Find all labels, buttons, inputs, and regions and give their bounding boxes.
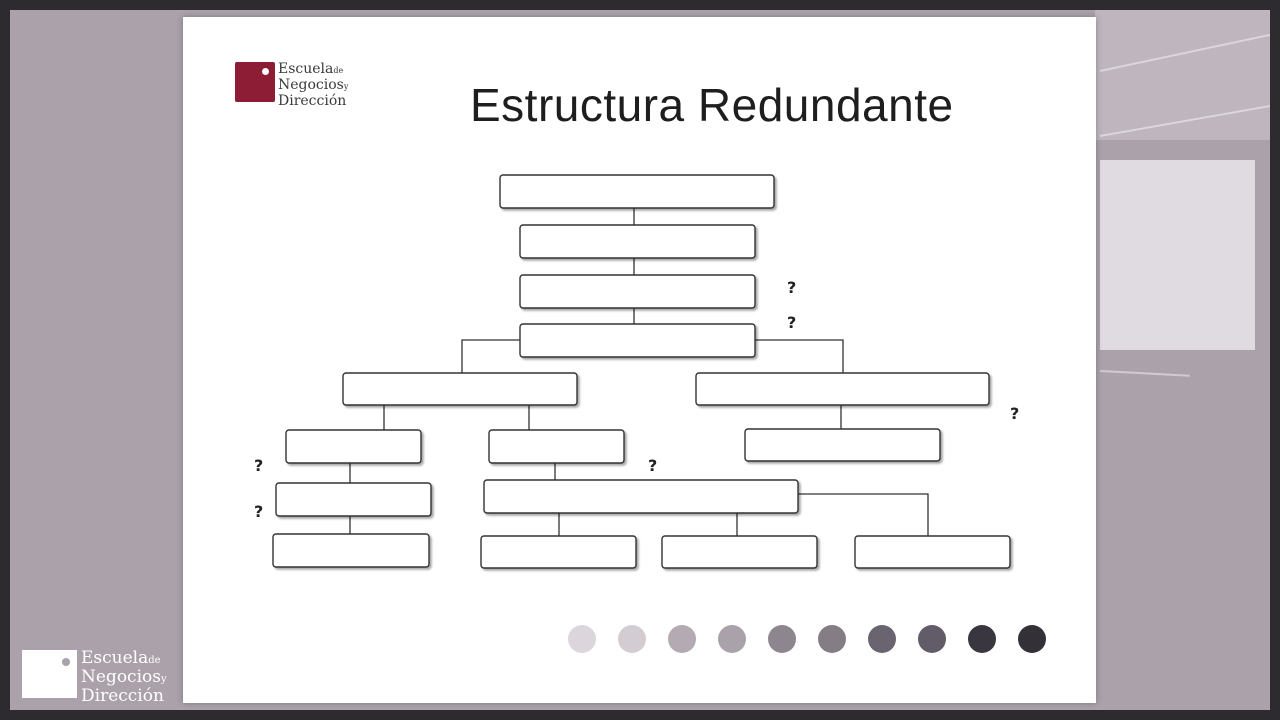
org-box xyxy=(519,323,756,358)
slide-title: Estructura Redundante xyxy=(470,79,954,131)
org-box xyxy=(519,274,756,309)
logo-line-1: Escuela xyxy=(278,61,334,77)
org-box xyxy=(695,372,990,406)
watermark-logo: Escuelade Negociosy Dirección xyxy=(22,648,167,706)
connectors xyxy=(349,208,929,536)
question-mark: ? xyxy=(648,456,658,475)
org-box xyxy=(488,429,625,464)
org-box xyxy=(272,533,430,568)
logo-line-2: Negocios xyxy=(278,77,344,93)
question-mark: ? xyxy=(254,456,264,475)
progress-dot xyxy=(1018,625,1046,653)
question-mark: ? xyxy=(787,278,797,297)
watermark-dot xyxy=(62,658,70,666)
watermark-line-3: Dirección xyxy=(81,686,164,706)
logo-line-3: Dirección xyxy=(278,93,347,109)
org-box xyxy=(519,224,756,259)
logo-line-1-small: de xyxy=(333,66,344,75)
progress-dot xyxy=(968,625,996,653)
org-box xyxy=(483,479,799,514)
question-mark: ? xyxy=(254,502,264,521)
logo-text: Escuelade Negociosy Dirección xyxy=(278,62,348,108)
org-box xyxy=(499,174,775,209)
org-box xyxy=(661,535,818,569)
progress-dot xyxy=(618,625,646,653)
org-box xyxy=(285,429,422,464)
logo-mark-icon xyxy=(235,62,275,102)
org-box xyxy=(480,535,637,569)
background-panel xyxy=(1095,10,1270,140)
watermark-line-1-small: de xyxy=(148,655,161,666)
progress-dot xyxy=(868,625,896,653)
boxes xyxy=(272,174,1011,569)
org-box xyxy=(854,535,1011,569)
progress-dot xyxy=(668,625,696,653)
logo-dot xyxy=(262,68,269,75)
progress-dot xyxy=(818,625,846,653)
school-logo: Escuelade Negociosy Dirección xyxy=(235,62,348,108)
watermark-line-2: Negocios xyxy=(81,667,161,687)
progress-dot xyxy=(568,625,596,653)
progress-dot xyxy=(918,625,946,653)
question-mark: ? xyxy=(787,313,797,332)
watermark-text: Escuelade Negociosy Dirección xyxy=(81,648,167,706)
progress-dot xyxy=(768,625,796,653)
org-box xyxy=(342,372,578,406)
background-panel xyxy=(1100,160,1255,350)
org-box xyxy=(275,482,432,517)
watermark-mark-icon xyxy=(22,650,77,698)
question-mark: ? xyxy=(1010,404,1020,423)
progress-dot xyxy=(718,625,746,653)
watermark-line-2-small: y xyxy=(160,674,167,685)
progress-dots xyxy=(568,625,1068,653)
slide xyxy=(183,17,1096,703)
logo-line-2-small: y xyxy=(343,82,349,91)
org-box xyxy=(744,428,941,462)
watermark-line-1: Escuela xyxy=(81,648,149,668)
